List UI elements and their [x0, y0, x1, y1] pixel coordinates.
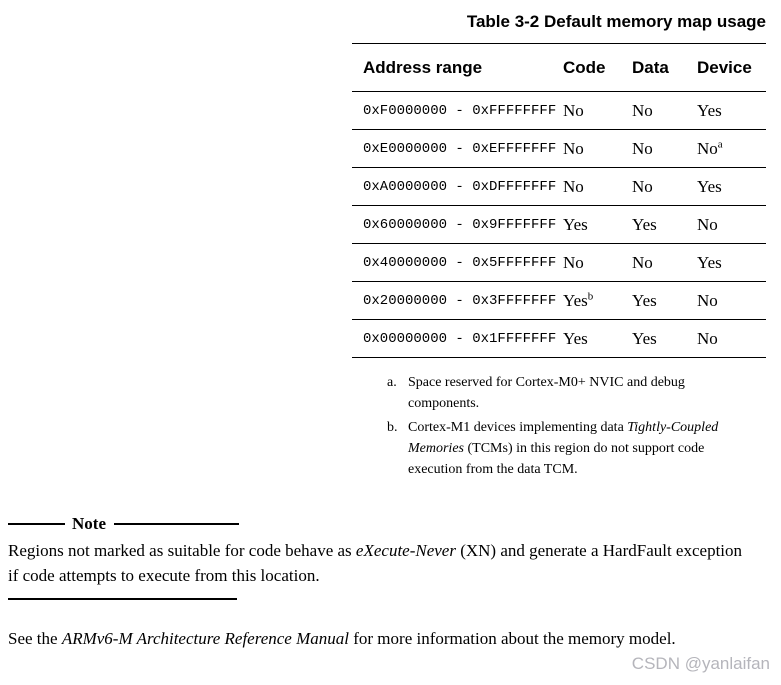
watermark: CSDN @yanlaifan [631, 654, 770, 673]
note-rule-left [8, 523, 65, 525]
device-cell: Noa [697, 129, 766, 168]
table-caption: Table 3-2 Default memory map usage [466, 12, 766, 31]
col-header-code: Code [563, 43, 632, 92]
col-header-device: Device [697, 43, 766, 92]
table-row: 0x00000000 - 0x1FFFFFFF Yes Yes No [352, 319, 766, 358]
table-row: 0xE0000000 - 0xEFFFFFFF No No Noa [352, 129, 766, 168]
table-row: 0x60000000 - 0x9FFFFFFF Yes Yes No [352, 205, 766, 244]
code-cell: Yes [563, 319, 632, 358]
address-range-cell: 0x20000000 - 0x3FFFFFFF [352, 281, 563, 320]
data-cell: No [632, 167, 697, 206]
device-cell: Yes [697, 167, 766, 206]
address-range-cell: 0x40000000 - 0x5FFFFFFF [352, 243, 563, 282]
data-cell: Yes [632, 281, 697, 320]
footnote-marker: a. [387, 375, 397, 390]
code-cell: Yes [563, 205, 632, 244]
code-cell: No [563, 91, 632, 130]
col-header-address-range: Address range [352, 43, 563, 92]
device-cell: Yes [697, 91, 766, 130]
address-range-cell: 0xE0000000 - 0xEFFFFFFF [352, 129, 563, 168]
table-row: 0x20000000 - 0x3FFFFFFF Yesb Yes No [352, 281, 766, 320]
memory-map-table: Address range Code Data Device 0xF000000… [352, 43, 766, 358]
note-heading: Note [8, 512, 753, 536]
note-rule-right [113, 523, 239, 525]
note-body: Regions not marked as suitable for code … [8, 541, 743, 585]
data-cell: No [632, 243, 697, 282]
address-range-cell: 0x60000000 - 0x9FFFFFFF [352, 205, 563, 244]
note-label: Note [72, 514, 106, 533]
table-row: 0xF0000000 - 0xFFFFFFFF No No Yes [352, 91, 766, 130]
table-row: 0xA0000000 - 0xDFFFFFFF No No Yes [352, 167, 766, 206]
table-row: 0x40000000 - 0x5FFFFFFF No No Yes [352, 243, 766, 282]
device-cell: No [697, 319, 766, 358]
note-rule-bottom [8, 598, 237, 600]
see-also-paragraph: See the ARMv6-M Architecture Reference M… [8, 629, 676, 648]
code-cell: No [563, 167, 632, 206]
table-header-row: Address range Code Data Device [352, 43, 766, 92]
address-range-cell: 0xA0000000 - 0xDFFFFFFF [352, 167, 563, 206]
col-header-data: Data [632, 43, 697, 92]
data-cell: No [632, 129, 697, 168]
code-cell: No [563, 129, 632, 168]
data-cell: No [632, 91, 697, 130]
address-range-cell: 0xF0000000 - 0xFFFFFFFF [352, 91, 563, 130]
device-cell: Yes [697, 243, 766, 282]
footnote-marker: b. [387, 420, 398, 435]
footnote-text: Space reserved for Cortex-M0+ NVIC and d… [408, 375, 685, 411]
code-cell: No [563, 243, 632, 282]
footnote-a: a. Space reserved for Cortex-M0+ NVIC an… [387, 372, 733, 414]
data-cell: Yes [632, 319, 697, 358]
code-cell: Yesb [563, 281, 632, 320]
address-range-cell: 0x00000000 - 0x1FFFFFFF [352, 319, 563, 358]
device-cell: No [697, 281, 766, 320]
footnote-b: b. Cortex-M1 devices implementing data T… [387, 417, 733, 480]
device-cell: No [697, 205, 766, 244]
data-cell: Yes [632, 205, 697, 244]
note-block: Note Regions not marked as suitable for … [8, 512, 753, 600]
footnote-text: Cortex-M1 devices implementing data Tigh… [408, 420, 719, 477]
table-footnotes: a. Space reserved for Cortex-M0+ NVIC an… [387, 372, 733, 483]
